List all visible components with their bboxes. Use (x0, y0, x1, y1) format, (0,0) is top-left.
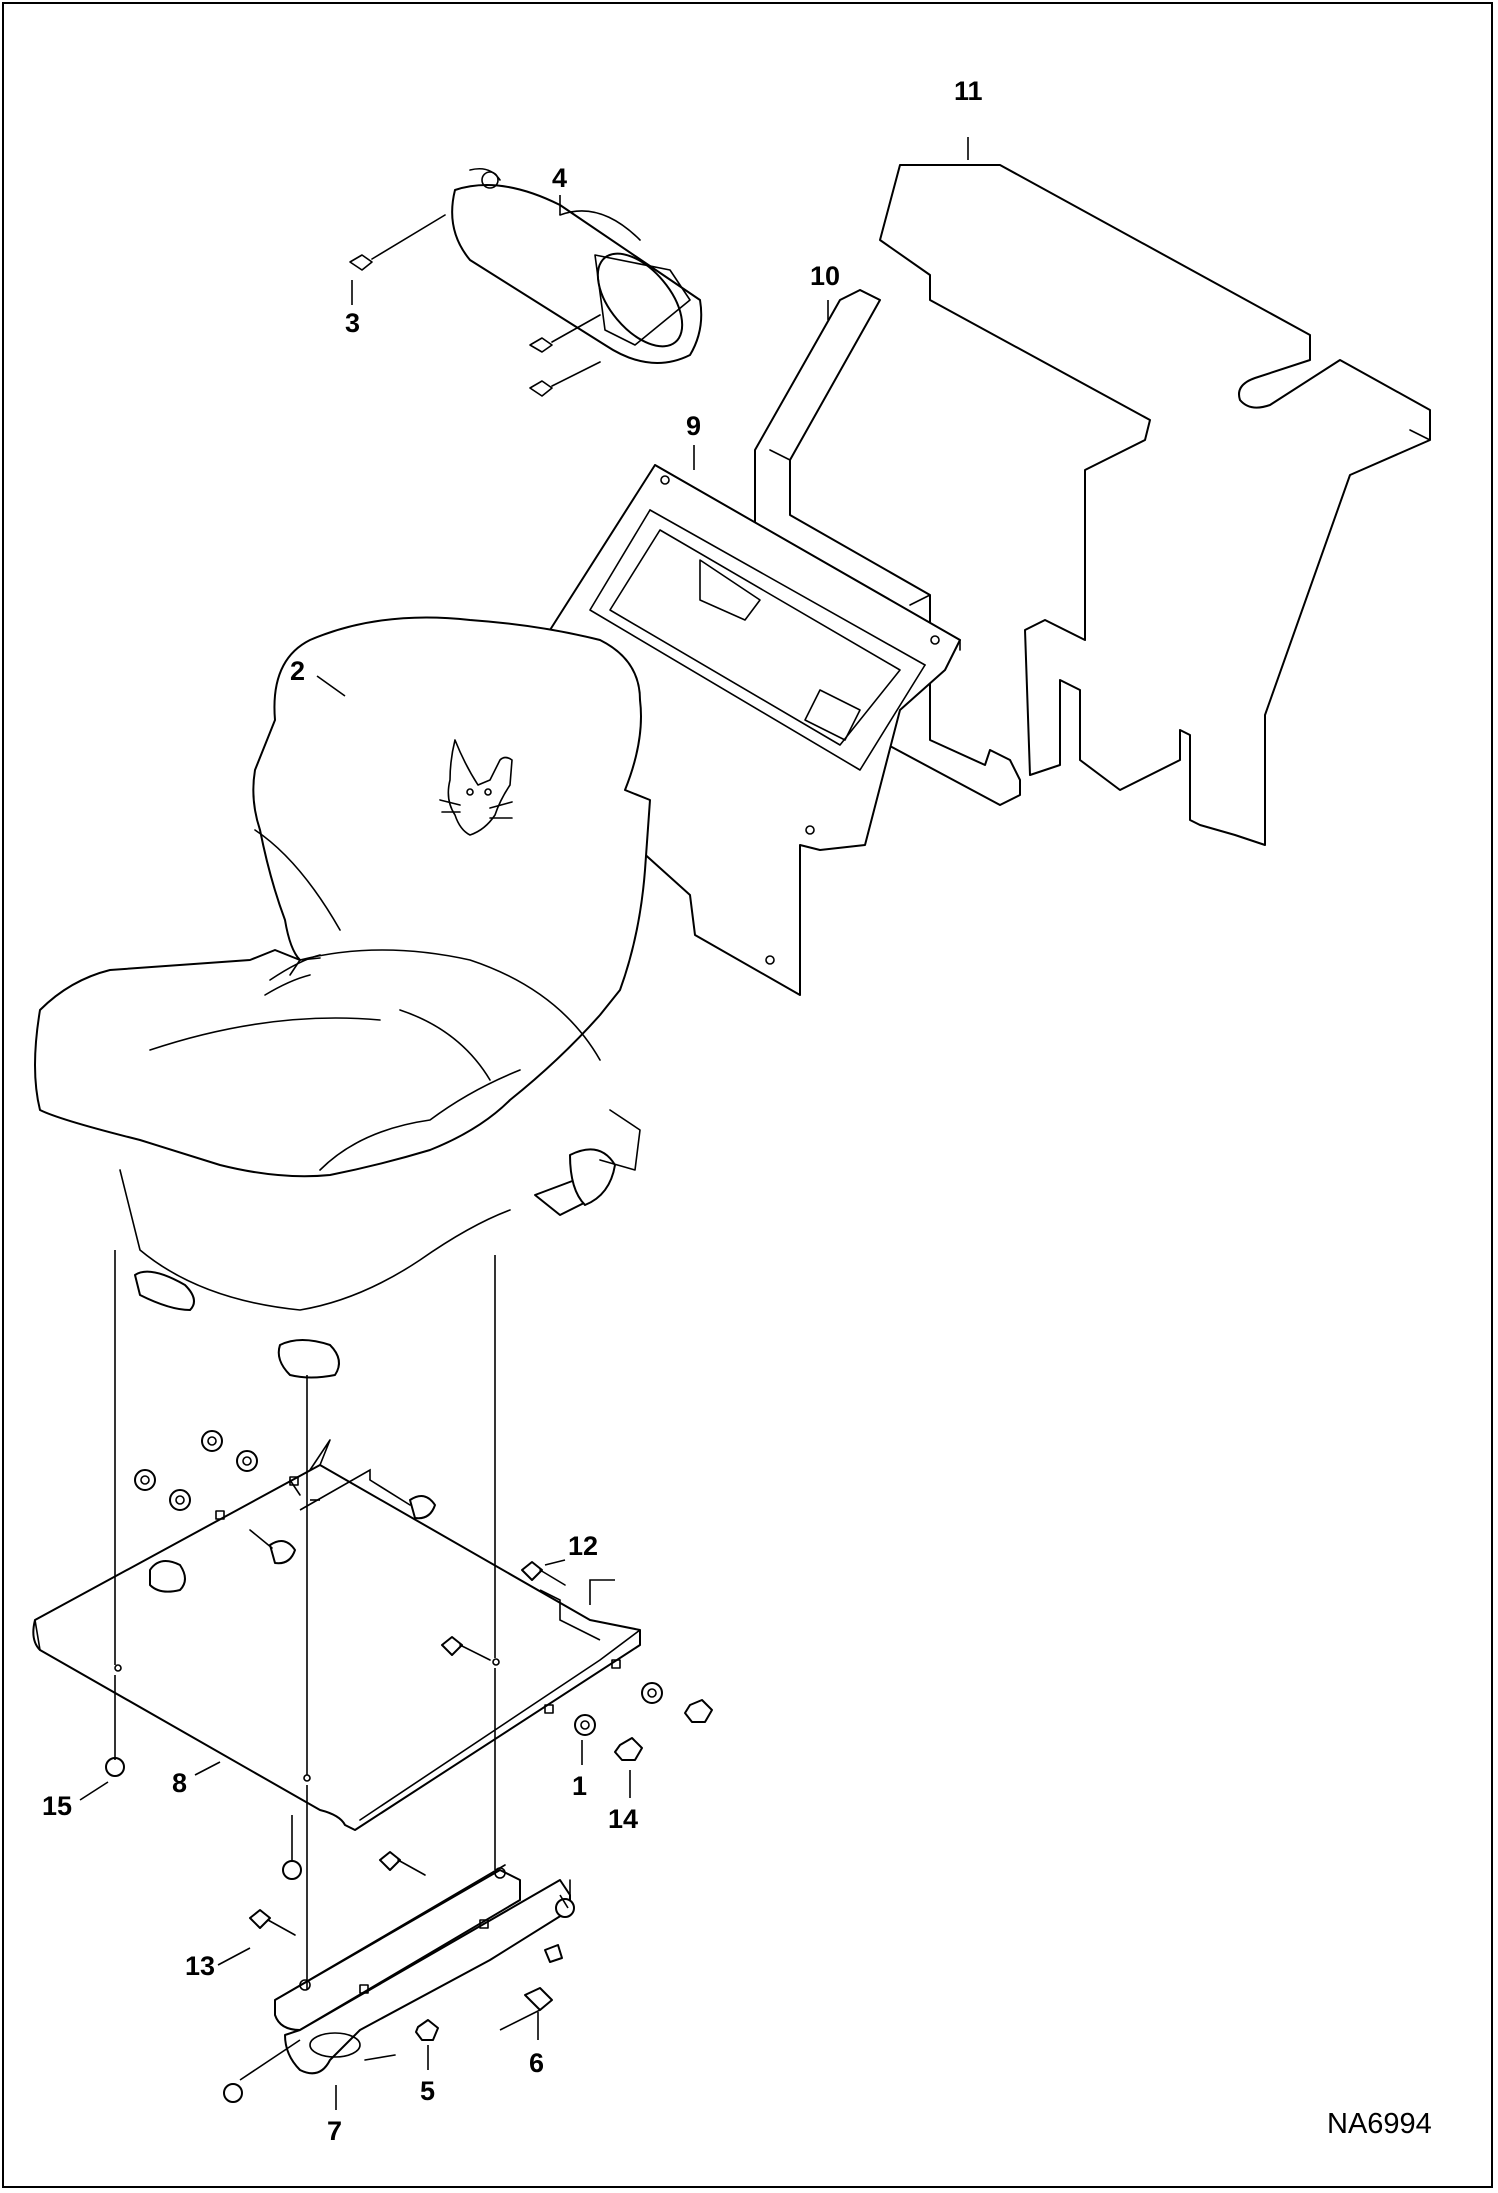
callout-2: 2 (290, 656, 305, 686)
callout-leaders (79, 137, 969, 2110)
callout-3: 3 (345, 308, 360, 338)
callout-15: 15 (42, 1791, 72, 1821)
callout-13: 13 (185, 1951, 215, 1981)
callout-11: 11 (954, 76, 983, 106)
callout-5: 5 (420, 2076, 435, 2106)
bobcat-logo (439, 739, 513, 836)
drawing-number: NA6994 (1327, 2108, 1432, 2140)
callout-7: 7 (327, 2116, 342, 2146)
part-2-seat (34, 616, 651, 1379)
callout-6: 6 (529, 2048, 544, 2078)
callout-1: 1 (572, 1771, 587, 1801)
part-7-lower-bracket (274, 1864, 571, 2075)
callout-12: 12 (568, 1531, 598, 1561)
part-8-mount-plate (32, 1439, 641, 1831)
callout-8: 8 (172, 1768, 187, 1798)
part-4-cup-holder (451, 167, 703, 364)
callout-10: 10 (810, 261, 840, 291)
part-3-screws (349, 214, 601, 397)
callout-9: 9 (686, 411, 701, 441)
hardware-fasteners (105, 1430, 713, 2103)
assembly-guide-lines (114, 1250, 615, 2081)
callout-14: 14 (608, 1804, 638, 1834)
part-11-rear-panel (879, 164, 1431, 846)
callout-labels: 11 4 3 10 9 2 12 1 14 8 15 13 5 6 7 (42, 76, 983, 2146)
callout-4: 4 (552, 163, 567, 193)
